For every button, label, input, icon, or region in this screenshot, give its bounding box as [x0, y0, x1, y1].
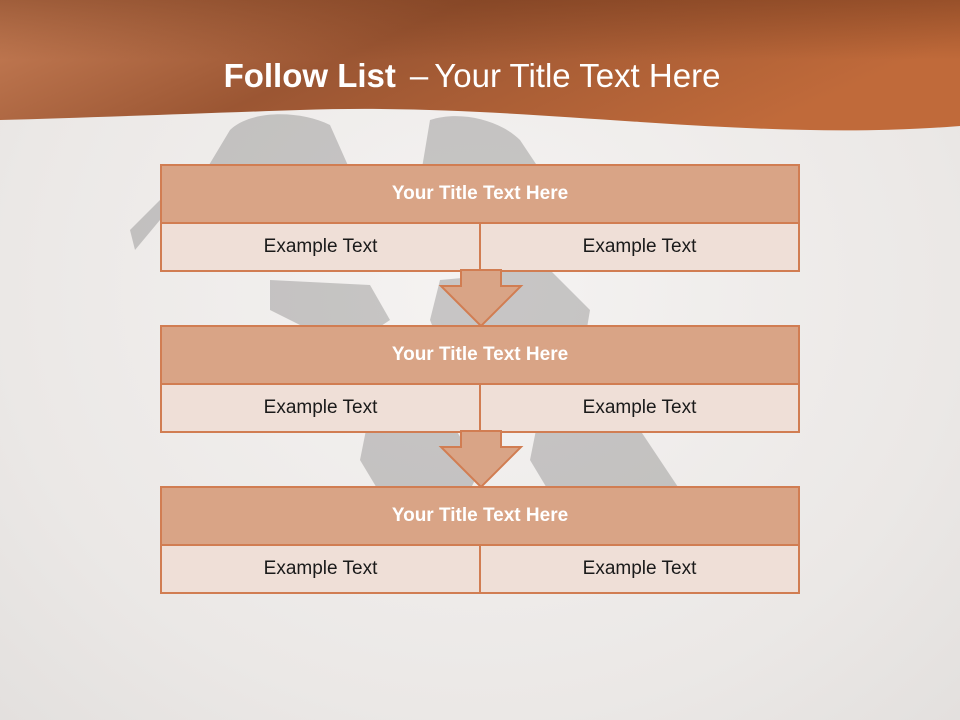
- block-cell-right: Example Text: [479, 546, 798, 592]
- block-cell-left: Example Text: [263, 397, 378, 418]
- block-cell-right: Example Text: [479, 385, 798, 431]
- down-arrow-icon: [438, 269, 524, 328]
- block-row: Example Text Example Text: [162, 224, 798, 270]
- down-arrow-icon: [438, 430, 524, 489]
- slide-title-rest: Your Title Text Here: [434, 57, 721, 94]
- list-block-2: Your Title Text Here Example Text Exampl…: [160, 325, 800, 433]
- list-block-1: Your Title Text Here Example Text Exampl…: [160, 164, 800, 272]
- block-title: Your Title Text Here: [162, 488, 798, 546]
- block-cell-right: Example Text: [479, 224, 798, 270]
- block-title: Your Title Text Here: [162, 327, 798, 385]
- slide-title-dash: –: [409, 57, 429, 94]
- list-block-3: Your Title Text Here Example Text Exampl…: [160, 486, 800, 594]
- header-band: [0, 0, 960, 131]
- block-row: Example Text Example Text: [162, 385, 798, 431]
- slide-title: Follow List–Your Title Text Here: [0, 56, 944, 96]
- block-cell-left: Example Text: [263, 236, 378, 257]
- block-row: Example Text Example Text: [162, 546, 798, 592]
- block-cell-left: Example Text: [263, 558, 378, 579]
- slide-title-bold: Follow List: [223, 57, 396, 94]
- block-title: Your Title Text Here: [162, 166, 798, 224]
